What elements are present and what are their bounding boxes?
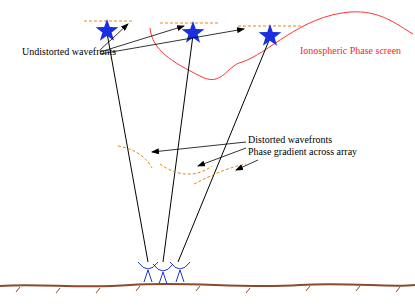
phase-screen [150,12,413,80]
callout-label: Distorted wavefronts [248,134,332,146]
region-label: Ionospheric Phase screen [300,45,401,57]
ray [107,33,270,262]
leader-line [100,24,258,170]
source-star [96,19,282,46]
ground-hatch [16,286,400,293]
callout-label: Phase gradient across array [248,146,357,158]
distorted-wavefront [118,146,246,184]
antenna [138,262,190,284]
ground [0,284,415,287]
callout-label: Undistorted wavefronts [22,46,116,58]
